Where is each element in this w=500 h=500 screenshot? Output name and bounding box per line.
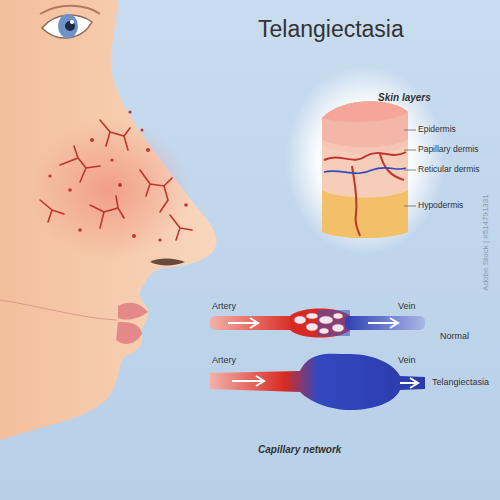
title: Telangiectasia [258, 16, 404, 43]
vessel-label: Artery [212, 355, 236, 365]
dilated-capillary [210, 354, 425, 410]
layer-label: Hypodermis [418, 200, 463, 210]
red-spots [48, 110, 187, 241]
face-skin [0, 0, 217, 440]
nostril [150, 259, 185, 266]
lip-line [0, 300, 116, 320]
normal-capillary [210, 309, 425, 338]
vessel-label: Vein [398, 301, 416, 311]
section-heading: Capillary network [258, 444, 341, 455]
section-heading: Skin layers [378, 92, 431, 103]
eye [40, 6, 100, 38]
cheek-redness [30, 120, 190, 260]
state-label: Telangiectasia [432, 377, 489, 387]
layer-label: Epidermis [418, 124, 456, 134]
state-label: Normal [440, 331, 469, 341]
skin-block [285, 65, 445, 255]
layer-label: Reticular dermis [418, 164, 479, 174]
watermark: Adobe Stock | #514791331 [481, 194, 490, 290]
spider-veins [40, 120, 192, 240]
vessel-label: Artery [212, 301, 236, 311]
layer-label: Papillary dermis [418, 144, 478, 154]
vessel-label: Vein [398, 355, 416, 365]
lips [116, 303, 148, 344]
face-profile [0, 0, 217, 440]
